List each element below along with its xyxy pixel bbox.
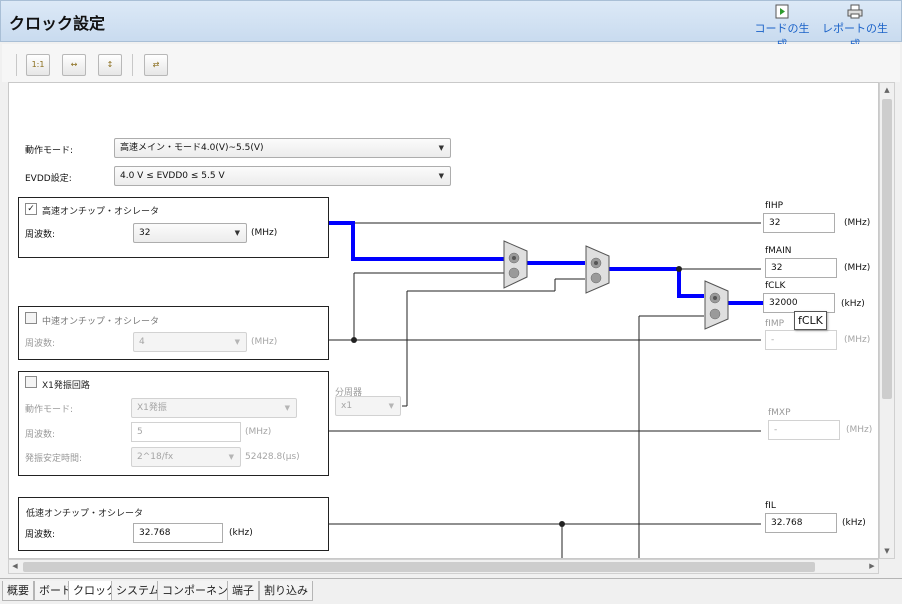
moco-unit: (MHz) xyxy=(251,337,278,347)
hoco-group: ✓ 高速オンチップ・オシレータ 周波数: 32 ▼ (MHz) xyxy=(18,197,329,258)
chevron-down-icon: ▼ xyxy=(438,172,444,180)
evdd-select[interactable]: 4.0 V ≤ EVDD0 ≤ 5.5 V ▼ xyxy=(114,166,451,186)
zoom-actual-size-button[interactable]: 1:1 xyxy=(26,54,50,76)
moco-frequency-label: 周波数: xyxy=(25,339,56,349)
moco-frequency-select[interactable]: 4 ▼ xyxy=(133,332,247,352)
tab-overview[interactable]: 概要 xyxy=(2,581,34,601)
clock-wiring xyxy=(328,221,763,558)
fmxp-input[interactable]: - xyxy=(768,420,840,440)
tab-pins[interactable]: 端子 xyxy=(227,581,259,601)
fmxp-label: fMXP xyxy=(768,408,791,418)
scroll-left-icon[interactable]: ◀ xyxy=(12,562,18,570)
toolbar: 1:1 ↔ ↕ ⇄ xyxy=(2,44,900,82)
x1-checkbox[interactable] xyxy=(25,376,37,388)
chevron-down-icon: ▼ xyxy=(234,338,240,346)
fihp-unit: (MHz) xyxy=(844,218,871,228)
evdd-label: EVDD設定: xyxy=(25,174,72,184)
fit-width-button[interactable]: ↔ xyxy=(62,54,86,76)
toolbar-separator xyxy=(132,54,133,76)
header-bar: クロック設定 コードの生成 レポートの生成 xyxy=(0,0,902,51)
fclk-input[interactable]: 32000 xyxy=(763,293,835,313)
fil-unit: (kHz) xyxy=(842,518,866,528)
fclk-unit: (kHz) xyxy=(841,299,865,309)
toolbar-separator xyxy=(16,54,17,76)
fmain-unit: (MHz) xyxy=(844,263,871,273)
fil-label: fIL xyxy=(765,501,776,511)
x1-frequency-input[interactable]: 5 xyxy=(131,422,241,442)
loco-group: 低速オンチップ・オシレータ 周波数: 32.768 (kHz) xyxy=(18,497,329,551)
fmxp-unit: (MHz) xyxy=(846,425,873,435)
hoco-unit: (MHz) xyxy=(251,228,278,238)
operation-mode-label: 動作モード: xyxy=(25,146,74,156)
x1-stabilization-label: 発振安定時間: xyxy=(25,454,83,464)
tab-system[interactable]: システム xyxy=(111,581,165,601)
fclk-tooltip: fCLK xyxy=(794,311,827,330)
export-button[interactable]: ⇄ xyxy=(144,54,168,76)
x1-mode-value: X1発振 xyxy=(137,403,167,413)
moco-group: 中速オンチップ・オシレータ 周波数: 4 ▼ (MHz) xyxy=(18,306,329,360)
x1-mode-select[interactable]: X1発振 ▼ xyxy=(131,398,297,418)
tab-interrupts[interactable]: 割り込み xyxy=(259,581,313,601)
page-title: クロック設定 xyxy=(9,14,106,33)
loco-unit: (kHz) xyxy=(229,528,253,538)
hoco-title: 高速オンチップ・オシレータ xyxy=(42,207,160,217)
vertical-scroll-thumb[interactable] xyxy=(882,99,892,399)
divider-select[interactable]: x1 ▼ xyxy=(335,396,401,416)
loco-frequency-input[interactable]: 32.768 xyxy=(133,523,223,543)
x1-stabilization-time: 52428.8(µs) xyxy=(245,452,300,462)
fihp-input[interactable]: 32 xyxy=(763,213,835,233)
fimp-unit: (MHz) xyxy=(844,335,871,345)
fimp-input[interactable]: - xyxy=(765,330,837,350)
fmain-input[interactable]: 32 xyxy=(765,258,837,278)
loco-title: 低速オンチップ・オシレータ xyxy=(26,509,144,519)
hoco-frequency-value: 32 xyxy=(139,228,151,238)
fil-input[interactable]: 32.768 xyxy=(765,513,837,533)
moco-checkbox[interactable] xyxy=(25,312,37,324)
x1-stabilization-value: 2^18/fx xyxy=(137,452,174,462)
fihp-label: fIHP xyxy=(765,201,784,211)
x1-stabilization-select[interactable]: 2^18/fx ▼ xyxy=(131,447,241,467)
tab-clock[interactable]: クロック xyxy=(68,581,122,601)
moco-frequency-value: 4 xyxy=(139,337,145,347)
vertical-scrollbar[interactable]: ▲ ▼ xyxy=(879,82,895,559)
evdd-value: 4.0 V ≤ EVDD0 ≤ 5.5 V xyxy=(120,171,225,181)
hoco-frequency-label: 周波数: xyxy=(25,230,56,240)
chevron-down-icon: ▼ xyxy=(438,144,444,152)
chevron-down-icon: ▼ xyxy=(284,404,290,412)
hoco-frequency-select[interactable]: 32 ▼ xyxy=(133,223,247,243)
x1-mode-label: 動作モード: xyxy=(25,405,74,415)
x1-title: X1発振回路 xyxy=(42,381,90,391)
loco-frequency-label: 周波数: xyxy=(25,530,56,540)
moco-title: 中速オンチップ・オシレータ xyxy=(42,317,160,327)
chevron-down-icon: ▼ xyxy=(234,229,240,237)
divider-value: x1 xyxy=(341,401,353,411)
x1-group: X1発振回路 動作モード: X1発振 ▼ 周波数: 5 (MHz) 発振安定時間… xyxy=(18,371,329,476)
scroll-right-icon[interactable]: ▶ xyxy=(869,562,875,570)
scroll-up-icon[interactable]: ▲ xyxy=(884,86,890,94)
scroll-down-icon[interactable]: ▼ xyxy=(884,547,890,555)
fmain-label: fMAIN xyxy=(765,246,792,256)
operation-mode-select[interactable]: 高速メイン・モード4.0(V)~5.5(V) ▼ xyxy=(114,138,451,158)
chevron-down-icon: ▼ xyxy=(228,453,234,461)
clock-diagram-canvas[interactable]: 動作モード: 高速メイン・モード4.0(V)~5.5(V) ▼ EVDD設定: … xyxy=(8,82,879,559)
bottom-tab-bar: 概要 ボード クロック システム コンポーネント 端子 割り込み xyxy=(0,578,902,604)
divider-label: 分周器 xyxy=(335,388,363,398)
hoco-checkbox[interactable]: ✓ xyxy=(25,203,37,215)
operation-mode-value: 高速メイン・モード4.0(V)~5.5(V) xyxy=(120,143,264,153)
printer-icon xyxy=(847,4,863,19)
horizontal-scroll-thumb[interactable] xyxy=(23,562,815,572)
fimp-label: fIMP xyxy=(765,319,785,329)
horizontal-scrollbar[interactable]: ◀ ▶ xyxy=(8,559,879,574)
fclk-label: fCLK xyxy=(765,281,786,291)
x1-frequency-unit: (MHz) xyxy=(245,427,272,437)
x1-frequency-label: 周波数: xyxy=(25,430,56,440)
fit-height-button[interactable]: ↕ xyxy=(98,54,122,76)
chevron-down-icon: ▼ xyxy=(388,402,394,410)
generate-code-icon xyxy=(775,4,789,19)
